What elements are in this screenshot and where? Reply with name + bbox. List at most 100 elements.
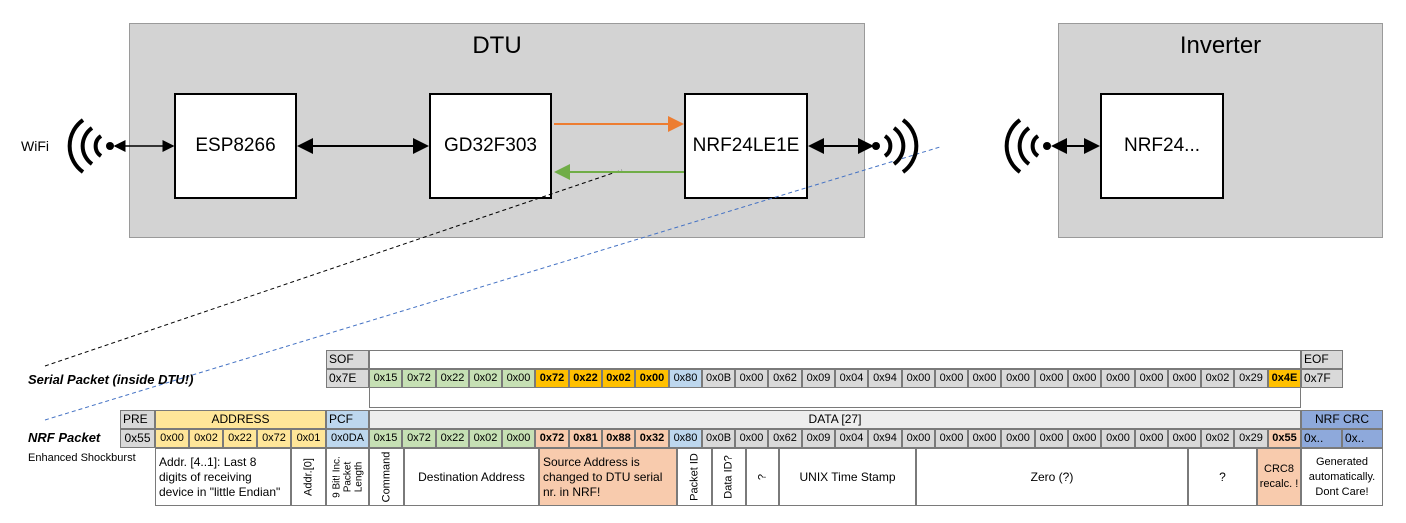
serial-byte-0: 0x15 — [369, 369, 402, 388]
nrf-byte-21: 0x00 — [1068, 429, 1101, 448]
nrf-byte-9: 0x80 — [669, 429, 702, 448]
nrf-byte-18: 0x00 — [968, 429, 1001, 448]
esp8266-chip: ESP8266 — [174, 93, 297, 199]
nrf-byte-4: 0x00 — [502, 429, 535, 448]
serial-byte-18: 0x00 — [968, 369, 1001, 388]
nrf-byte-20: 0x00 — [1035, 429, 1068, 448]
nrf-byte-23: 0x00 — [1135, 429, 1168, 448]
nrf-byte-13: 0x09 — [802, 429, 835, 448]
nrf-byte-6: 0x81 — [569, 429, 602, 448]
gd32f303-chip: GD32F303 — [429, 93, 552, 199]
nrf-packet-sublabel: Enhanced Shockburst — [28, 452, 136, 464]
crc-byte-1: 0x.. — [1301, 429, 1342, 448]
serial-byte-15: 0x94 — [868, 369, 902, 388]
nrf-byte-19: 0x00 — [1001, 429, 1035, 448]
pcf-value: 0x0DA — [326, 429, 369, 448]
nrf-byte-26: 0x29 — [1234, 429, 1268, 448]
address-byte-0: 0x00 — [155, 429, 189, 448]
inverter-antenna-icon — [1004, 118, 1051, 174]
nrf-byte-27: 0x55 — [1268, 429, 1301, 448]
desc-addr0: Addr.[0] — [291, 448, 326, 506]
serial-byte-12: 0x62 — [768, 369, 802, 388]
address-byte-3: 0x72 — [257, 429, 291, 448]
serial-byte-19: 0x00 — [1001, 369, 1035, 388]
serial-byte-23: 0x00 — [1135, 369, 1168, 388]
desc-unknown-1: ? — [746, 448, 779, 506]
crc-label: NRF CRC — [1301, 410, 1383, 429]
nrf-byte-2: 0x22 — [436, 429, 469, 448]
nrf-byte-16: 0x00 — [902, 429, 935, 448]
serial-byte-26: 0x29 — [1234, 369, 1268, 388]
nrf-byte-12: 0x62 — [768, 429, 802, 448]
serial-byte-11: 0x00 — [735, 369, 768, 388]
desc-data-id: Data ID? — [712, 448, 746, 506]
serial-byte-7: 0x02 — [602, 369, 635, 388]
nrf-byte-14: 0x04 — [835, 429, 868, 448]
serial-gap-band — [369, 388, 1301, 408]
nrf-antenna-icon — [872, 118, 919, 174]
nrf-byte-7: 0x88 — [602, 429, 635, 448]
nrf-byte-1: 0x72 — [402, 429, 436, 448]
desc-destination: Destination Address — [404, 448, 539, 506]
address-byte-2: 0x22 — [223, 429, 257, 448]
dtu-title: DTU — [472, 32, 522, 59]
serial-byte-1: 0x72 — [402, 369, 436, 388]
desc-unknown-2: ? — [1188, 448, 1257, 506]
serial-byte-5: 0x72 — [535, 369, 569, 388]
serial-byte-27: 0x4E — [1268, 369, 1301, 388]
desc-command: Command — [369, 448, 404, 506]
crc-byte-2: 0x.. — [1342, 429, 1383, 448]
nrf-byte-8: 0x32 — [635, 429, 669, 448]
nrf-byte-22: 0x00 — [1101, 429, 1135, 448]
inverter-nrf24-chip: NRF24... — [1100, 93, 1224, 199]
desc-pcf: 9 Bit! Inc. Packet Length — [326, 448, 369, 506]
desc-address: Addr. [4..1]: Last 8 digits of receiving… — [155, 448, 291, 506]
address-byte-1: 0x02 — [189, 429, 223, 448]
desc-source: Source Address is changed to DTU serial … — [539, 448, 677, 506]
wifi-antenna-icon — [67, 118, 114, 174]
serial-byte-17: 0x00 — [935, 369, 968, 388]
desc-packet-id: Packet ID — [677, 448, 712, 506]
desc-unix-timestamp: UNIX Time Stamp — [779, 448, 916, 506]
dashed-line-black — [44, 169, 623, 367]
nrf24le1e-chip: NRF24LE1E — [684, 93, 808, 199]
serial-byte-2: 0x22 — [436, 369, 469, 388]
data-label: DATA [27] — [369, 410, 1301, 429]
serial-byte-25: 0x02 — [1201, 369, 1234, 388]
nrf-byte-11: 0x00 — [735, 429, 768, 448]
sof-label: SOF — [326, 350, 369, 369]
serial-byte-9: 0x80 — [669, 369, 702, 388]
serial-top-band — [369, 350, 1301, 369]
nrf-packet-label: NRF Packet — [28, 430, 101, 445]
nrf-byte-3: 0x02 — [469, 429, 502, 448]
nrf-byte-5: 0x72 — [535, 429, 569, 448]
serial-byte-24: 0x00 — [1168, 369, 1201, 388]
eof-value: 0x7F — [1301, 369, 1343, 388]
inverter-title: Inverter — [1179, 32, 1262, 59]
nrf-byte-25: 0x02 — [1201, 429, 1234, 448]
serial-byte-6: 0x22 — [569, 369, 602, 388]
nrf-byte-17: 0x00 — [935, 429, 968, 448]
nrf-byte-0: 0x15 — [369, 429, 402, 448]
serial-byte-14: 0x04 — [835, 369, 868, 388]
wifi-label: WiFi — [21, 138, 49, 154]
desc-generated: Generated automatically. Dont Care! — [1301, 448, 1383, 506]
serial-byte-20: 0x00 — [1035, 369, 1068, 388]
serial-byte-8: 0x00 — [635, 369, 669, 388]
serial-byte-21: 0x00 — [1068, 369, 1101, 388]
pcf-label: PCF — [326, 410, 369, 429]
dashed-line-blue — [44, 146, 941, 421]
pre-value: 0x55 — [120, 429, 155, 448]
serial-byte-10: 0x0B — [702, 369, 735, 388]
serial-packet-label: Serial Packet (inside DTU!) — [28, 372, 194, 387]
serial-byte-3: 0x02 — [469, 369, 502, 388]
serial-byte-4: 0x00 — [502, 369, 535, 388]
serial-byte-13: 0x09 — [802, 369, 835, 388]
desc-zero: Zero (?) — [916, 448, 1188, 506]
nrf-byte-10: 0x0B — [702, 429, 735, 448]
serial-byte-22: 0x00 — [1101, 369, 1135, 388]
eof-label: EOF — [1301, 350, 1343, 369]
pre-label: PRE — [120, 410, 155, 429]
desc-crc8: CRC8 recalc. ! — [1257, 448, 1301, 506]
